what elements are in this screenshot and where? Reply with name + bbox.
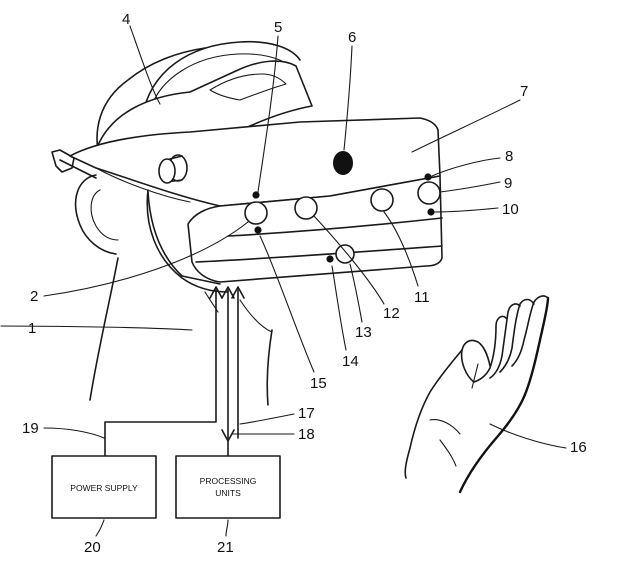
label-10: 10 [502, 201, 519, 218]
label-12: 12 [383, 305, 400, 322]
power-supply-box: POWER SUPPLY [52, 456, 156, 518]
label-4: 4 [122, 11, 130, 28]
label-21: 21 [217, 539, 234, 556]
label-13: 13 [355, 324, 372, 341]
label-18: 18 [298, 426, 315, 443]
label-1: 1 [28, 320, 36, 337]
label-7: 7 [520, 83, 528, 100]
processing-label-line2: UNITS [215, 488, 241, 498]
label-14: 14 [342, 353, 359, 370]
label-19: 19 [22, 420, 39, 437]
label-6: 6 [348, 29, 356, 46]
cables [105, 287, 244, 456]
processing-units-box: PROCESSING UNITS [176, 456, 280, 518]
label-11: 11 [414, 289, 430, 306]
label-5: 5 [274, 19, 282, 36]
camera-lens-6 [333, 151, 353, 175]
user-hand [405, 296, 548, 492]
label-20: 20 [84, 539, 101, 556]
label-17: 17 [298, 405, 315, 422]
label-8: 8 [505, 148, 513, 165]
power-supply-label: POWER SUPPLY [70, 483, 138, 493]
label-9: 9 [504, 175, 512, 192]
processing-label-line1: PROCESSING [200, 476, 257, 486]
label-16: 16 [570, 439, 587, 456]
label-2: 2 [30, 288, 38, 305]
label-15: 15 [310, 375, 327, 392]
